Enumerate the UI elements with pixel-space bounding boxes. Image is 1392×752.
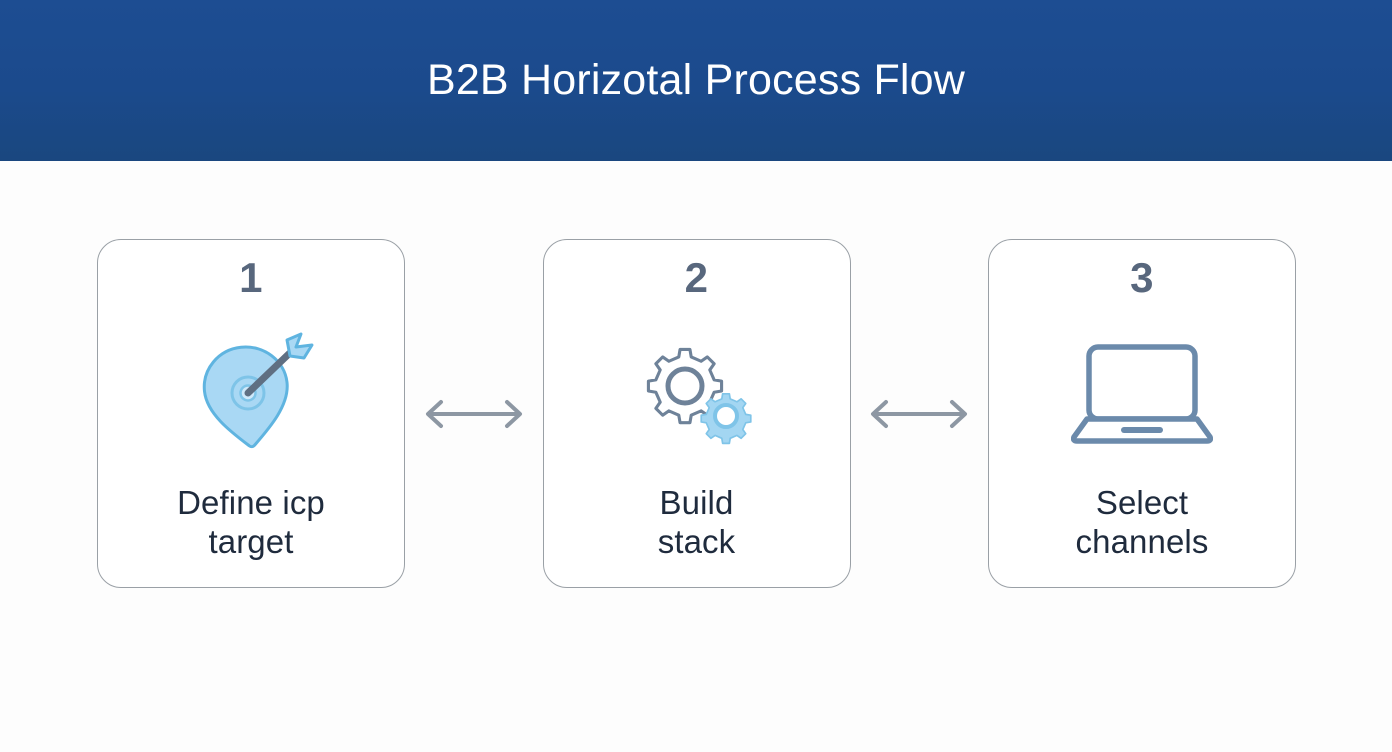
- process-flow-row: 1 Define icp target: [97, 239, 1296, 588]
- connector-arrow-1: [406, 394, 542, 434]
- step-label-3-line1: Select: [1095, 484, 1189, 522]
- step-label-2: Build stack: [544, 484, 850, 587]
- step-label-3: Select channels: [989, 484, 1295, 587]
- step-label-1-line2: target: [208, 522, 294, 560]
- step-card-2[interactable]: 2 Build stack: [542, 239, 851, 588]
- step-label-3-line2: channels: [1075, 522, 1209, 560]
- gears-icon: [544, 300, 850, 484]
- step-label-1: Define icp target: [98, 484, 404, 587]
- step-number-2: 2: [684, 254, 709, 301]
- step-card-1[interactable]: 1 Define icp target: [97, 239, 405, 588]
- page-title: B2B Horizotal Process Flow: [426, 56, 966, 104]
- target-pin-arrow-icon: [98, 300, 404, 484]
- header-band: B2B Horizotal Process Flow: [0, 0, 1392, 161]
- step-number-3: 3: [1130, 254, 1154, 301]
- step-number-1: 1: [239, 254, 263, 301]
- step-card-3[interactable]: 3 Select channels: [988, 239, 1296, 588]
- step-label-2-line1: Build: [659, 484, 734, 522]
- step-label-2-line2: stack: [657, 522, 736, 560]
- step-label-1-line1: Define icp: [177, 484, 325, 522]
- connector-arrow-2: [851, 394, 987, 434]
- laptop-icon: [989, 300, 1295, 484]
